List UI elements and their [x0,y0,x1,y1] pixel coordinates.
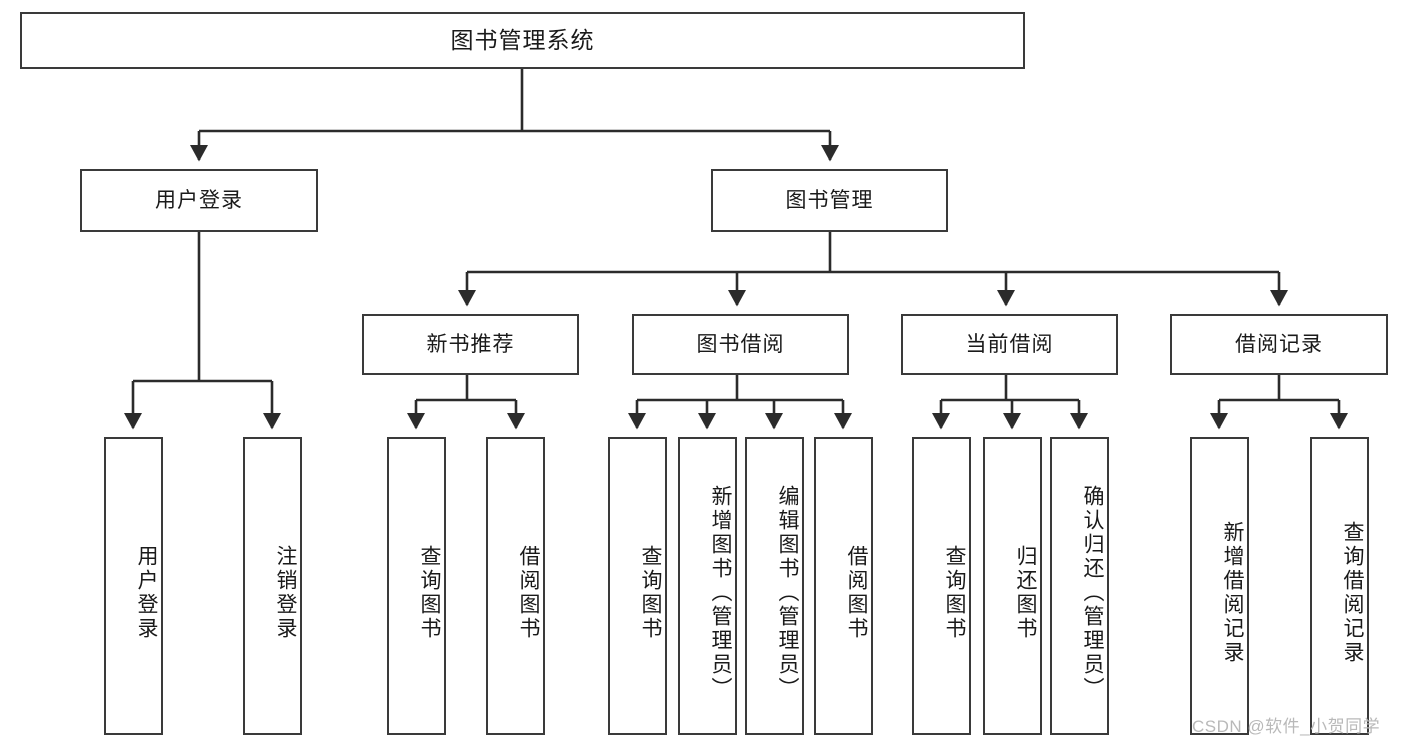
node-book-management[interactable]: 图书管理 [711,169,948,232]
node-leaf-label: 新增借阅记录 [1221,521,1244,665]
node-leaf-label: 用户登录 [135,545,158,641]
node-leaf-add-borrow-record[interactable]: 新增借阅记录 [1190,437,1249,735]
node-leaf-label: 确认归还（管理员） [1081,485,1104,701]
node-leaf-borrow-book[interactable]: 借阅图书 [814,437,873,735]
node-leaf-edit-book-admin[interactable]: 编辑图书（管理员） [745,437,804,735]
node-borrow-record[interactable]: 借阅记录 [1170,314,1388,375]
node-leaf-query-book-new[interactable]: 查询图书 [387,437,446,735]
node-leaf-label: 查询图书 [639,545,662,641]
node-leaf-query-borrow-record[interactable]: 查询借阅记录 [1310,437,1369,735]
node-leaf-query-book-borrow[interactable]: 查询图书 [608,437,667,735]
node-leaf-label: 归还图书 [1014,545,1037,641]
node-book-management-system[interactable]: 图书管理系统 [20,12,1025,69]
node-leaf-label: 借阅图书 [845,545,868,641]
node-leaf-label: 查询图书 [943,545,966,641]
node-leaf-logout[interactable]: 注销登录 [243,437,302,735]
node-book-borrow[interactable]: 图书借阅 [632,314,849,375]
node-leaf-label: 借阅图书 [517,545,540,641]
node-leaf-label: 注销登录 [274,545,297,641]
node-leaf-label: 查询图书 [418,545,441,641]
node-leaf-label: 查询借阅记录 [1341,521,1364,665]
node-leaf-return-book[interactable]: 归还图书 [983,437,1042,735]
node-current-borrow[interactable]: 当前借阅 [901,314,1118,375]
node-leaf-user-login[interactable]: 用户登录 [104,437,163,735]
node-leaf-add-book-admin[interactable]: 新增图书（管理员） [678,437,737,735]
node-leaf-query-book-current[interactable]: 查询图书 [912,437,971,735]
node-leaf-confirm-return-admin[interactable]: 确认归还（管理员） [1050,437,1109,735]
node-user-login[interactable]: 用户登录 [80,169,318,232]
node-leaf-label: 编辑图书（管理员） [776,485,799,701]
node-new-book-recommend[interactable]: 新书推荐 [362,314,579,375]
node-leaf-borrow-book-new[interactable]: 借阅图书 [486,437,545,735]
node-leaf-label: 新增图书（管理员） [709,485,732,701]
